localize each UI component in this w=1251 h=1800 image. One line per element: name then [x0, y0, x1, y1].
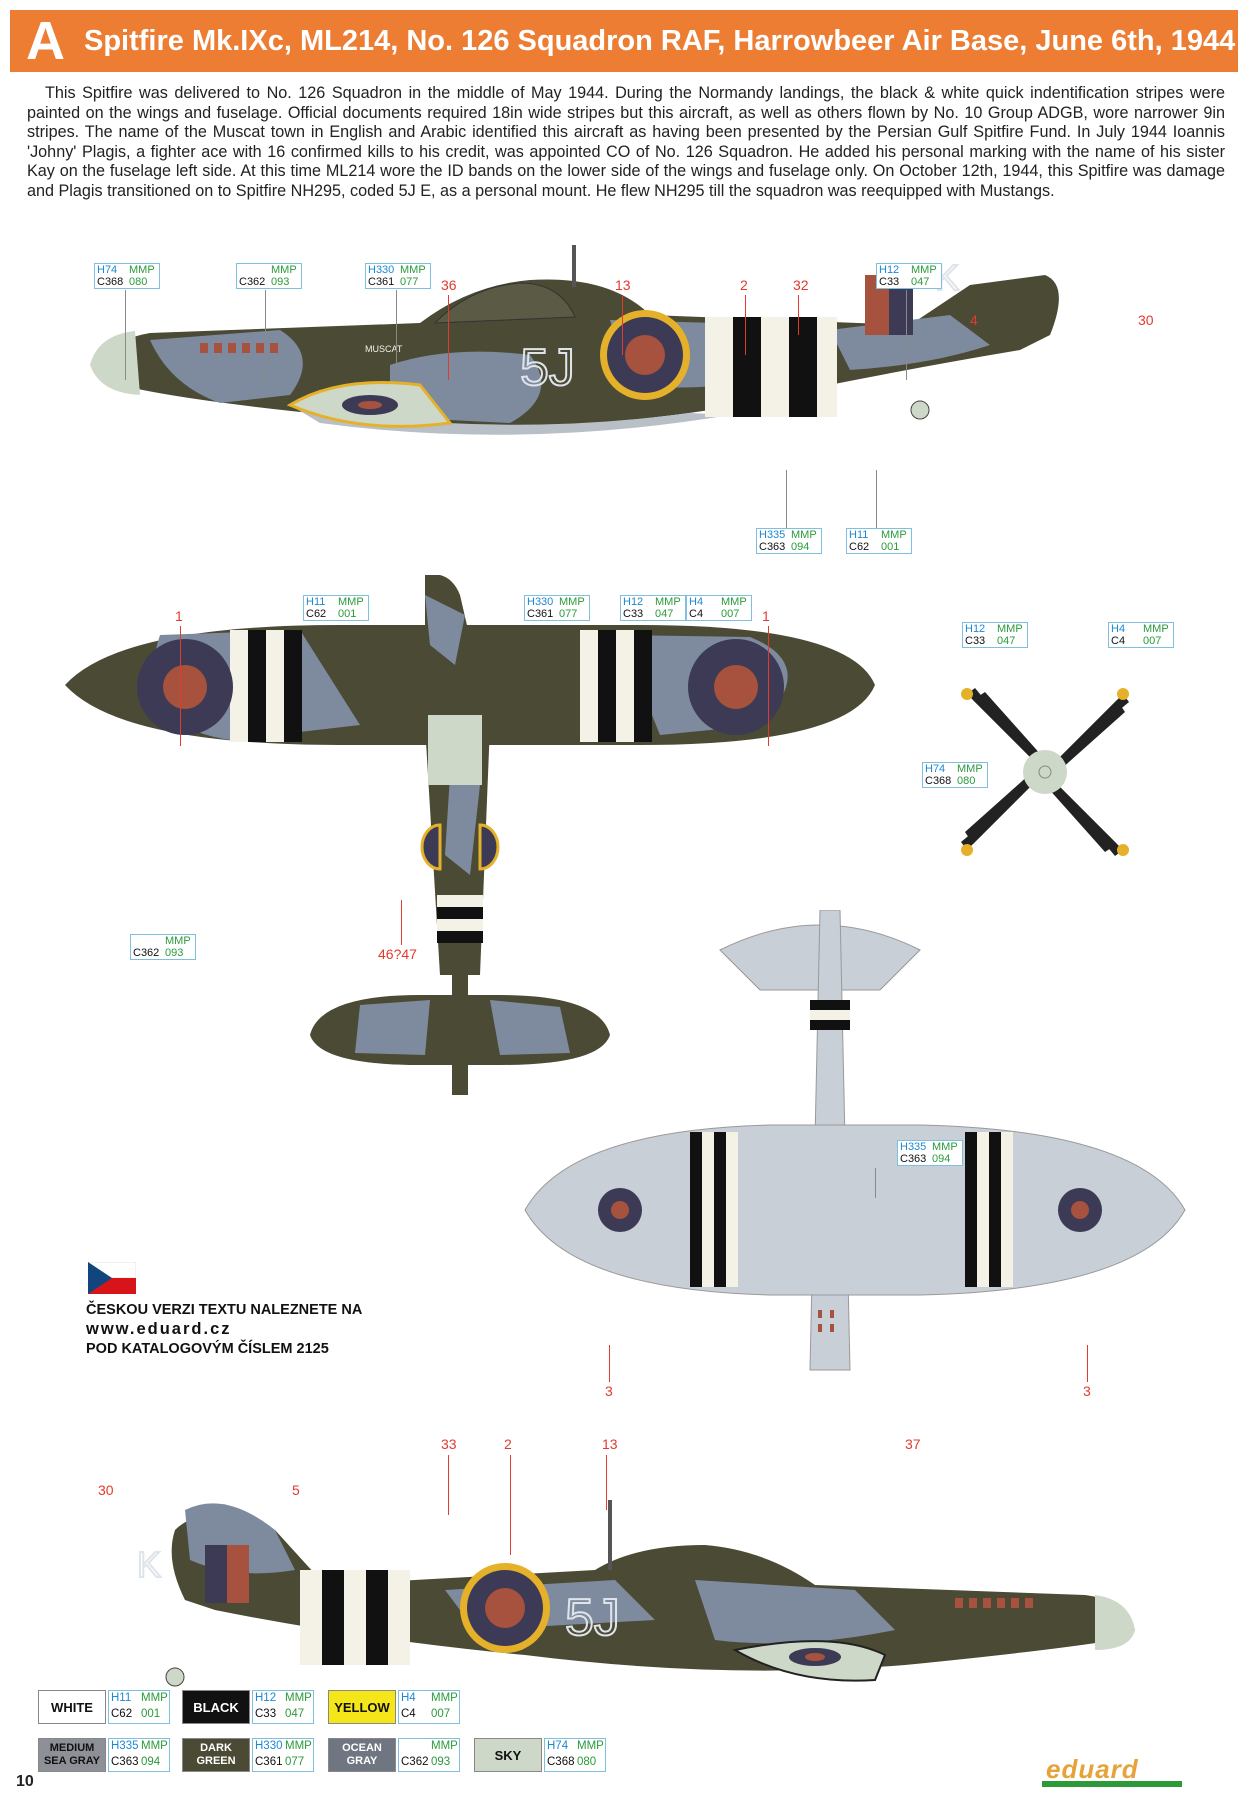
decal-number: 3 [605, 1383, 613, 1399]
scheme-title: Spitfire Mk.IXc, ML214, No. 126 Squadron… [84, 24, 1236, 57]
side-right-code-5J: 5J [565, 1589, 620, 1647]
decal-number: 2 [740, 277, 748, 293]
decal-number: 30 [98, 1482, 114, 1498]
decal-number: 13 [615, 277, 631, 293]
decal-number: 4 [970, 312, 978, 328]
logo-underline [1042, 1781, 1182, 1787]
eduard-logo: eduard [1046, 1754, 1139, 1784]
title-banner: A Spitfire Mk.IXc, ML214, No. 126 Squadr… [10, 10, 1238, 72]
side-code-5J: 5J [520, 339, 575, 397]
scheme-letter: A [26, 11, 65, 71]
history-text: This Spitfire was delivered to No. 126 S… [27, 84, 1225, 200]
czech-note-url[interactable]: www.eduard.cz [86, 1320, 232, 1338]
decal-number: 13 [602, 1436, 618, 1452]
decal-number: 46?47 [378, 946, 417, 962]
decal-number: 5 [292, 1482, 300, 1498]
czech-flag-icon [88, 1262, 136, 1294]
bottom-view [524, 910, 1186, 1371]
decal-number: 1 [762, 608, 770, 624]
side-view-left: 5J K MUSCAT [90, 245, 1059, 435]
side-right-code-K: K [137, 1544, 161, 1585]
side-view-right: 5J K [136, 1500, 1136, 1687]
decal-number: 30 [1138, 312, 1154, 328]
muscat-text: MUSCAT [365, 344, 403, 354]
decal-number: 32 [793, 277, 809, 293]
top-view [65, 575, 875, 1095]
page-number: 10 [16, 1773, 34, 1790]
czech-note-line3: POD KATALOGOVÝM ČÍSLEM 2125 [86, 1341, 329, 1357]
czech-note-line1: ČESKOU VERZI TEXTU NALEZNETE NA [86, 1302, 363, 1318]
decal-number: 2 [504, 1436, 512, 1452]
decal-number: 37 [905, 1436, 921, 1452]
decal-number: 3 [1083, 1383, 1091, 1399]
propeller-view [961, 688, 1129, 856]
decal-number: 1 [175, 608, 183, 624]
decal-number: 36 [441, 277, 457, 293]
decal-number: 33 [441, 1436, 457, 1452]
